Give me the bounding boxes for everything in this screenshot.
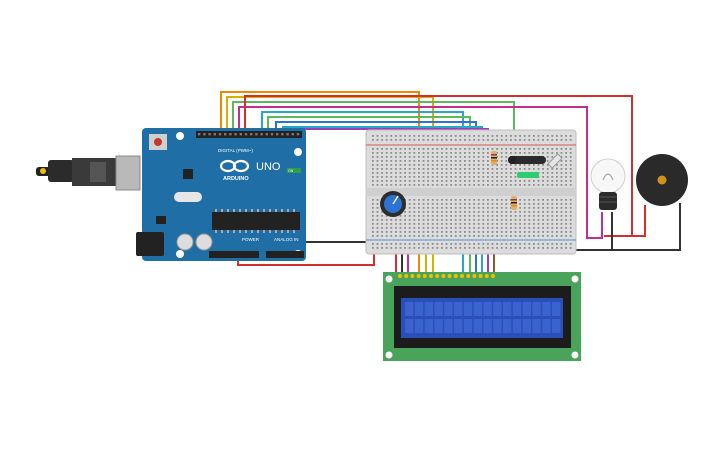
mounting-hole (176, 250, 184, 258)
light-bulb[interactable] (590, 158, 626, 210)
crystal (174, 192, 202, 202)
power-jack (136, 232, 164, 256)
wire-black-right[interactable] (560, 203, 681, 251)
usb-port (115, 155, 141, 191)
sensor-label (517, 172, 539, 178)
capacitor (195, 233, 213, 251)
usb-cable (36, 158, 116, 186)
analog-header-label: ANALOG IN (274, 237, 299, 242)
potentiometer[interactable] (380, 191, 406, 217)
arduino-logo (219, 159, 250, 173)
piezo-buzzer[interactable] (636, 154, 688, 206)
mounting-hole (571, 275, 579, 283)
resistor-2[interactable] (511, 196, 517, 210)
chip-legs (215, 209, 295, 233)
lcd-character-cells (405, 302, 561, 333)
temperature-sensor[interactable] (508, 153, 563, 178)
resistors[interactable] (491, 151, 517, 210)
analog-header (266, 251, 304, 258)
diode (547, 153, 563, 169)
mounting-hole (294, 148, 302, 156)
power-header (209, 251, 259, 258)
power-header-label: POWER (242, 237, 260, 242)
breadboard-channel (366, 188, 576, 196)
arduino-model: UNO (256, 161, 281, 173)
wire-red-piezo[interactable] (631, 96, 646, 237)
mounting-hole (385, 351, 393, 359)
digital-header (196, 131, 302, 138)
digital-header-label: DIGITAL (PWM~) (218, 148, 253, 153)
arduino-brand: ARDUINO (223, 176, 249, 182)
digital-pins (198, 133, 300, 136)
mounting-hole (176, 132, 184, 140)
arduino-uno[interactable]: DIGITAL (PWM~) ARDUINO UNO ON POWER ANAL… (36, 128, 306, 261)
resistor-1[interactable] (491, 151, 497, 165)
lcd-pins (398, 274, 495, 278)
reset-button-cap (154, 138, 162, 146)
on-led (287, 168, 301, 173)
usb-chip (183, 169, 193, 179)
capacitor (176, 233, 194, 251)
lcd-16x2[interactable] (383, 272, 581, 361)
atmega-chip (212, 212, 300, 230)
mounting-hole (385, 275, 393, 283)
wire-magenta[interactable] (238, 106, 603, 239)
wires (220, 91, 681, 272)
mounting-hole (571, 351, 579, 359)
on-label: ON (288, 169, 294, 173)
regulator (156, 216, 166, 224)
